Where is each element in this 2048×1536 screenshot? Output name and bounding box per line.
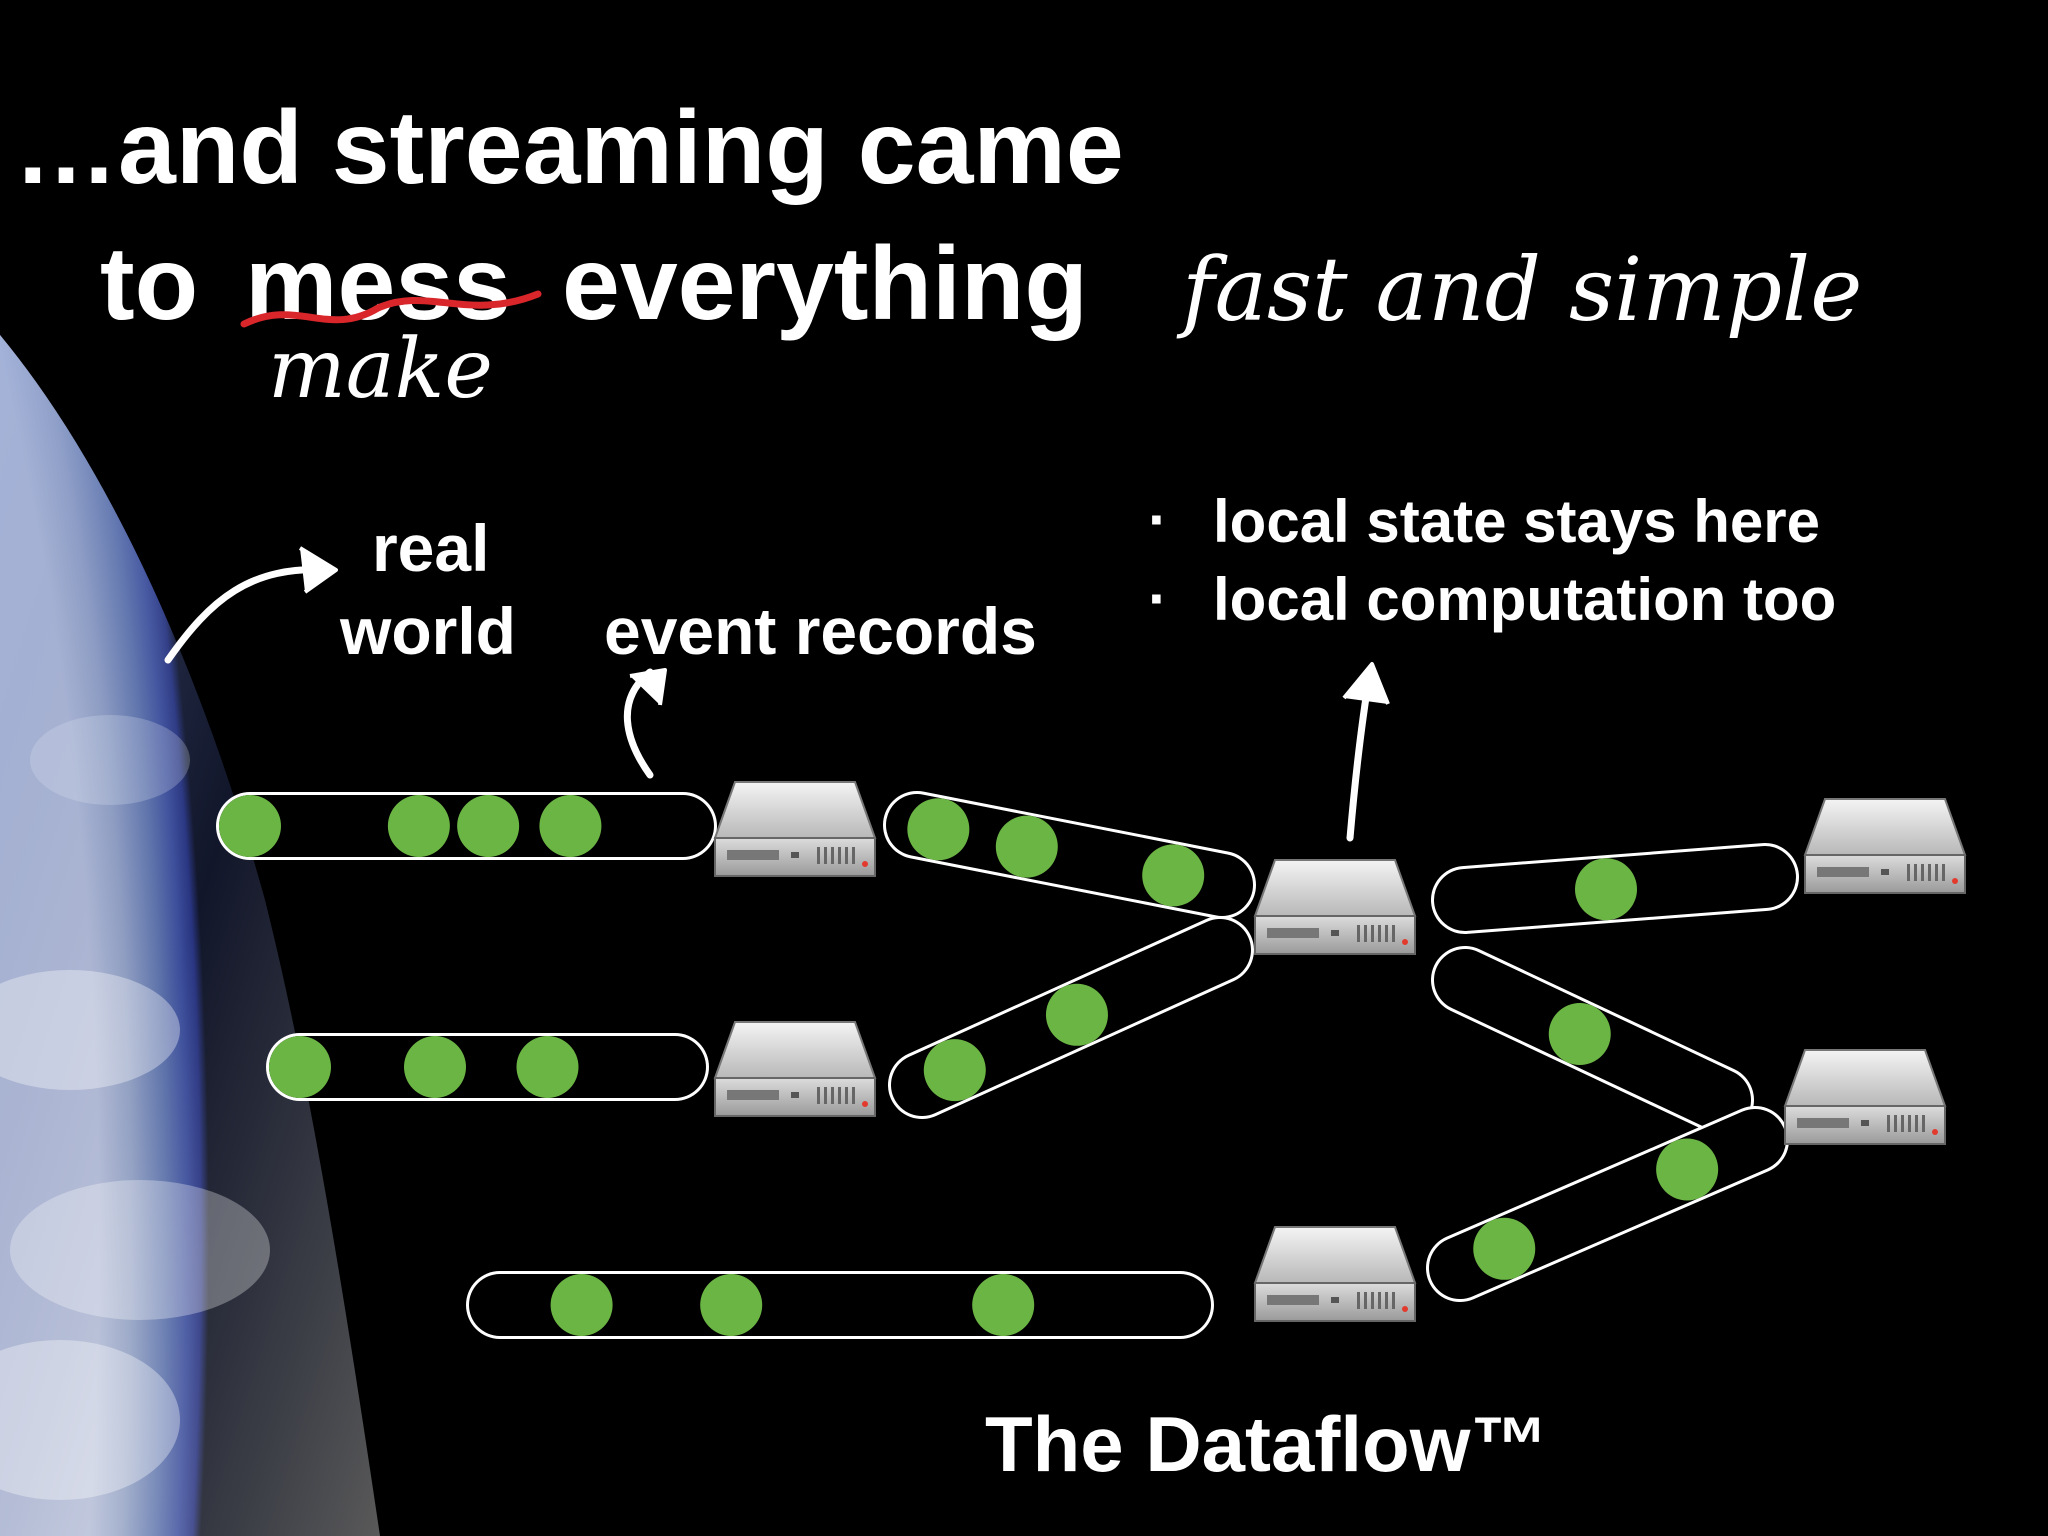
event-record-dot (1473, 1217, 1536, 1280)
title-line-2-rest: everything (562, 226, 1088, 342)
event-record-dot (907, 798, 970, 861)
handwritten-insert: make (268, 322, 493, 417)
bullet-local-state: local state stays here (1213, 488, 1821, 555)
handwritten-suffix: fast and simple (1182, 238, 1863, 341)
event-record-dot (700, 1274, 763, 1336)
event-record-dot (387, 795, 450, 857)
title-line-2-to: to (100, 226, 199, 342)
event-record-dot (995, 815, 1058, 878)
event-record-dot (1142, 844, 1205, 907)
strikethrough-mark (240, 290, 542, 328)
event-record-dot (539, 795, 602, 857)
title-struck-word: mess (245, 226, 511, 342)
curved-arrow-icon (164, 546, 338, 664)
event-record-dot (219, 795, 281, 857)
event-record-dot (269, 1036, 331, 1098)
server-icon (713, 1021, 877, 1117)
bullet-local-computation: local computation too (1213, 566, 1837, 633)
event-record-dot (972, 1274, 1035, 1336)
event-record-dot (404, 1036, 466, 1098)
bullet-marker: · (1148, 486, 1168, 553)
curved-arrow-icon (624, 668, 667, 779)
event-record-dot (550, 1274, 613, 1336)
earth-image (0, 335, 380, 1536)
server-icon (713, 781, 877, 877)
footer-caption: The Dataflow™ (985, 1400, 1549, 1488)
server-icon (1783, 1049, 1947, 1145)
label-real: real (372, 511, 490, 585)
server-icon (1253, 1226, 1417, 1322)
title-line-1: …and streaming came (14, 90, 1124, 206)
event-record-dot (457, 795, 520, 857)
label-world: world (340, 594, 516, 668)
label-event-records: event records (604, 594, 1037, 668)
event-record-dot (1656, 1138, 1719, 1201)
bullet-marker: · (1148, 565, 1168, 632)
event-record-dot (1045, 983, 1108, 1046)
event-record-dot (1575, 858, 1637, 921)
event-record-dot (923, 1039, 986, 1102)
arrow-up-icon (1342, 662, 1390, 842)
event-record-dot (1548, 1003, 1611, 1065)
server-icon (1253, 859, 1417, 955)
event-record-dot (516, 1036, 579, 1098)
server-icon (1803, 798, 1967, 894)
